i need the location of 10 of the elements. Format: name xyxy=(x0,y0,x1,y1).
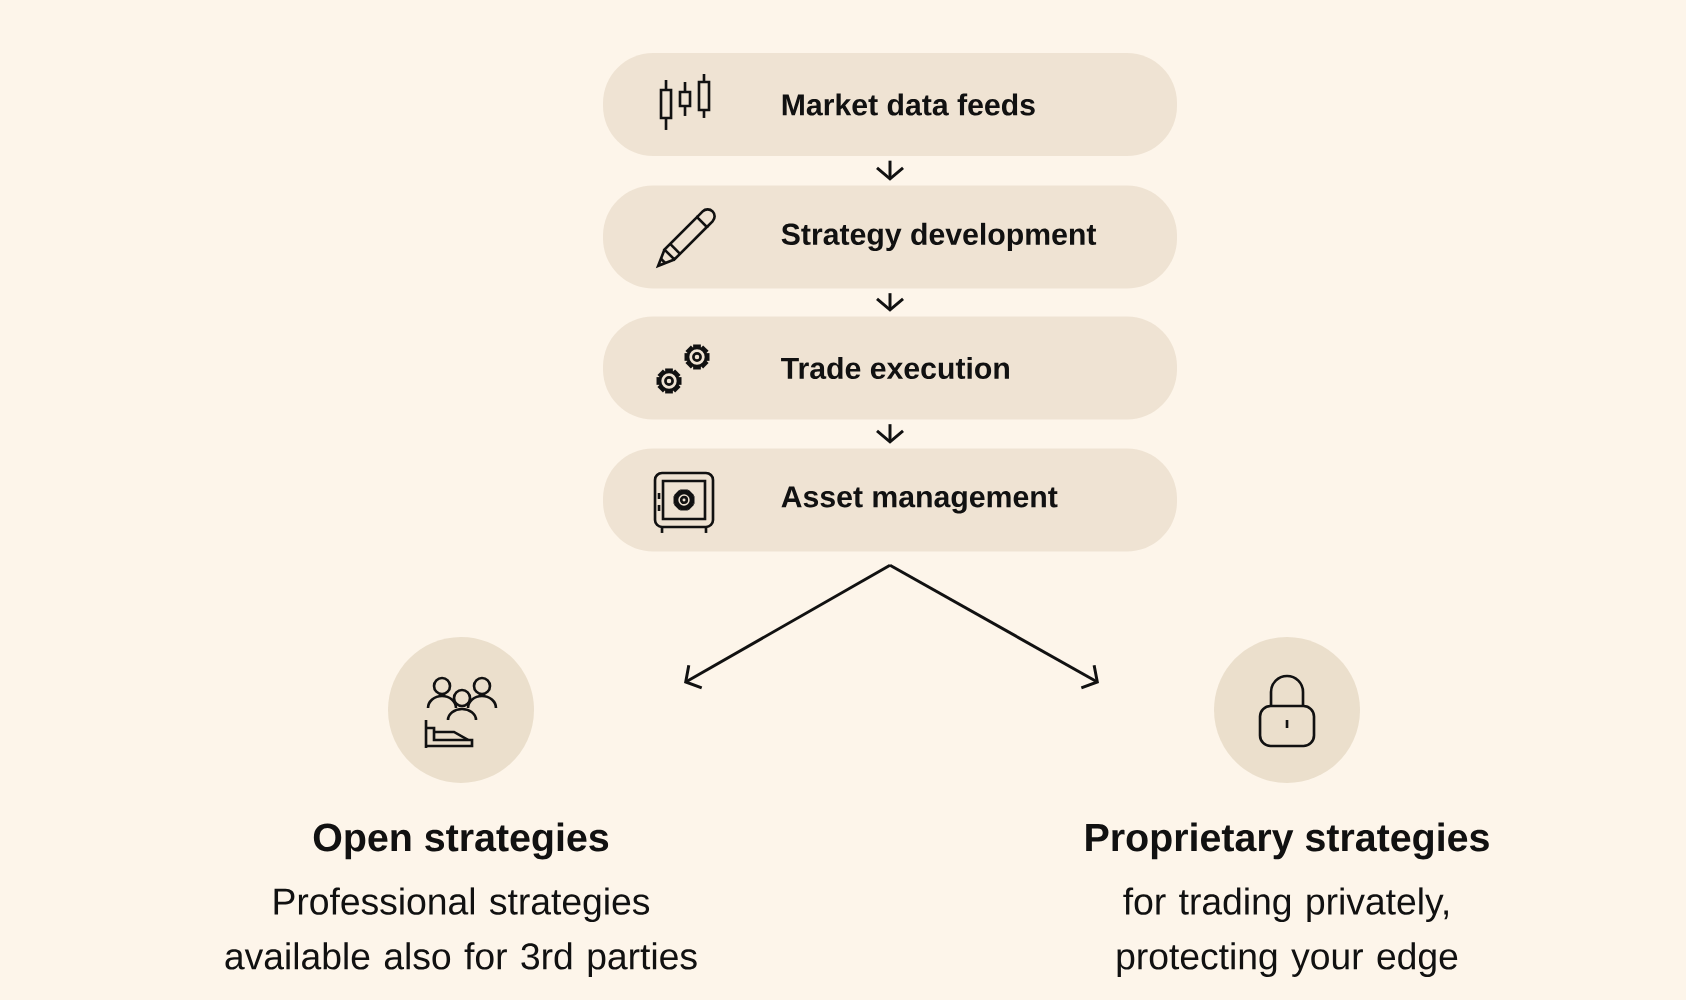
step-box: Strategy development xyxy=(603,185,1177,289)
step-box: Asset management xyxy=(603,448,1177,552)
arrow xyxy=(684,563,891,690)
step-box: Trade execution xyxy=(603,316,1177,420)
heading: Proprietary strategies xyxy=(1086,822,1489,860)
description: Professional strategies available also for 3rd parties xyxy=(225,887,697,977)
heading: Open strategies xyxy=(313,822,609,860)
description: for trading privately, protecting your edge xyxy=(1117,887,1458,977)
arrow xyxy=(889,563,1099,690)
step-box: Market data feeds xyxy=(603,52,1177,156)
